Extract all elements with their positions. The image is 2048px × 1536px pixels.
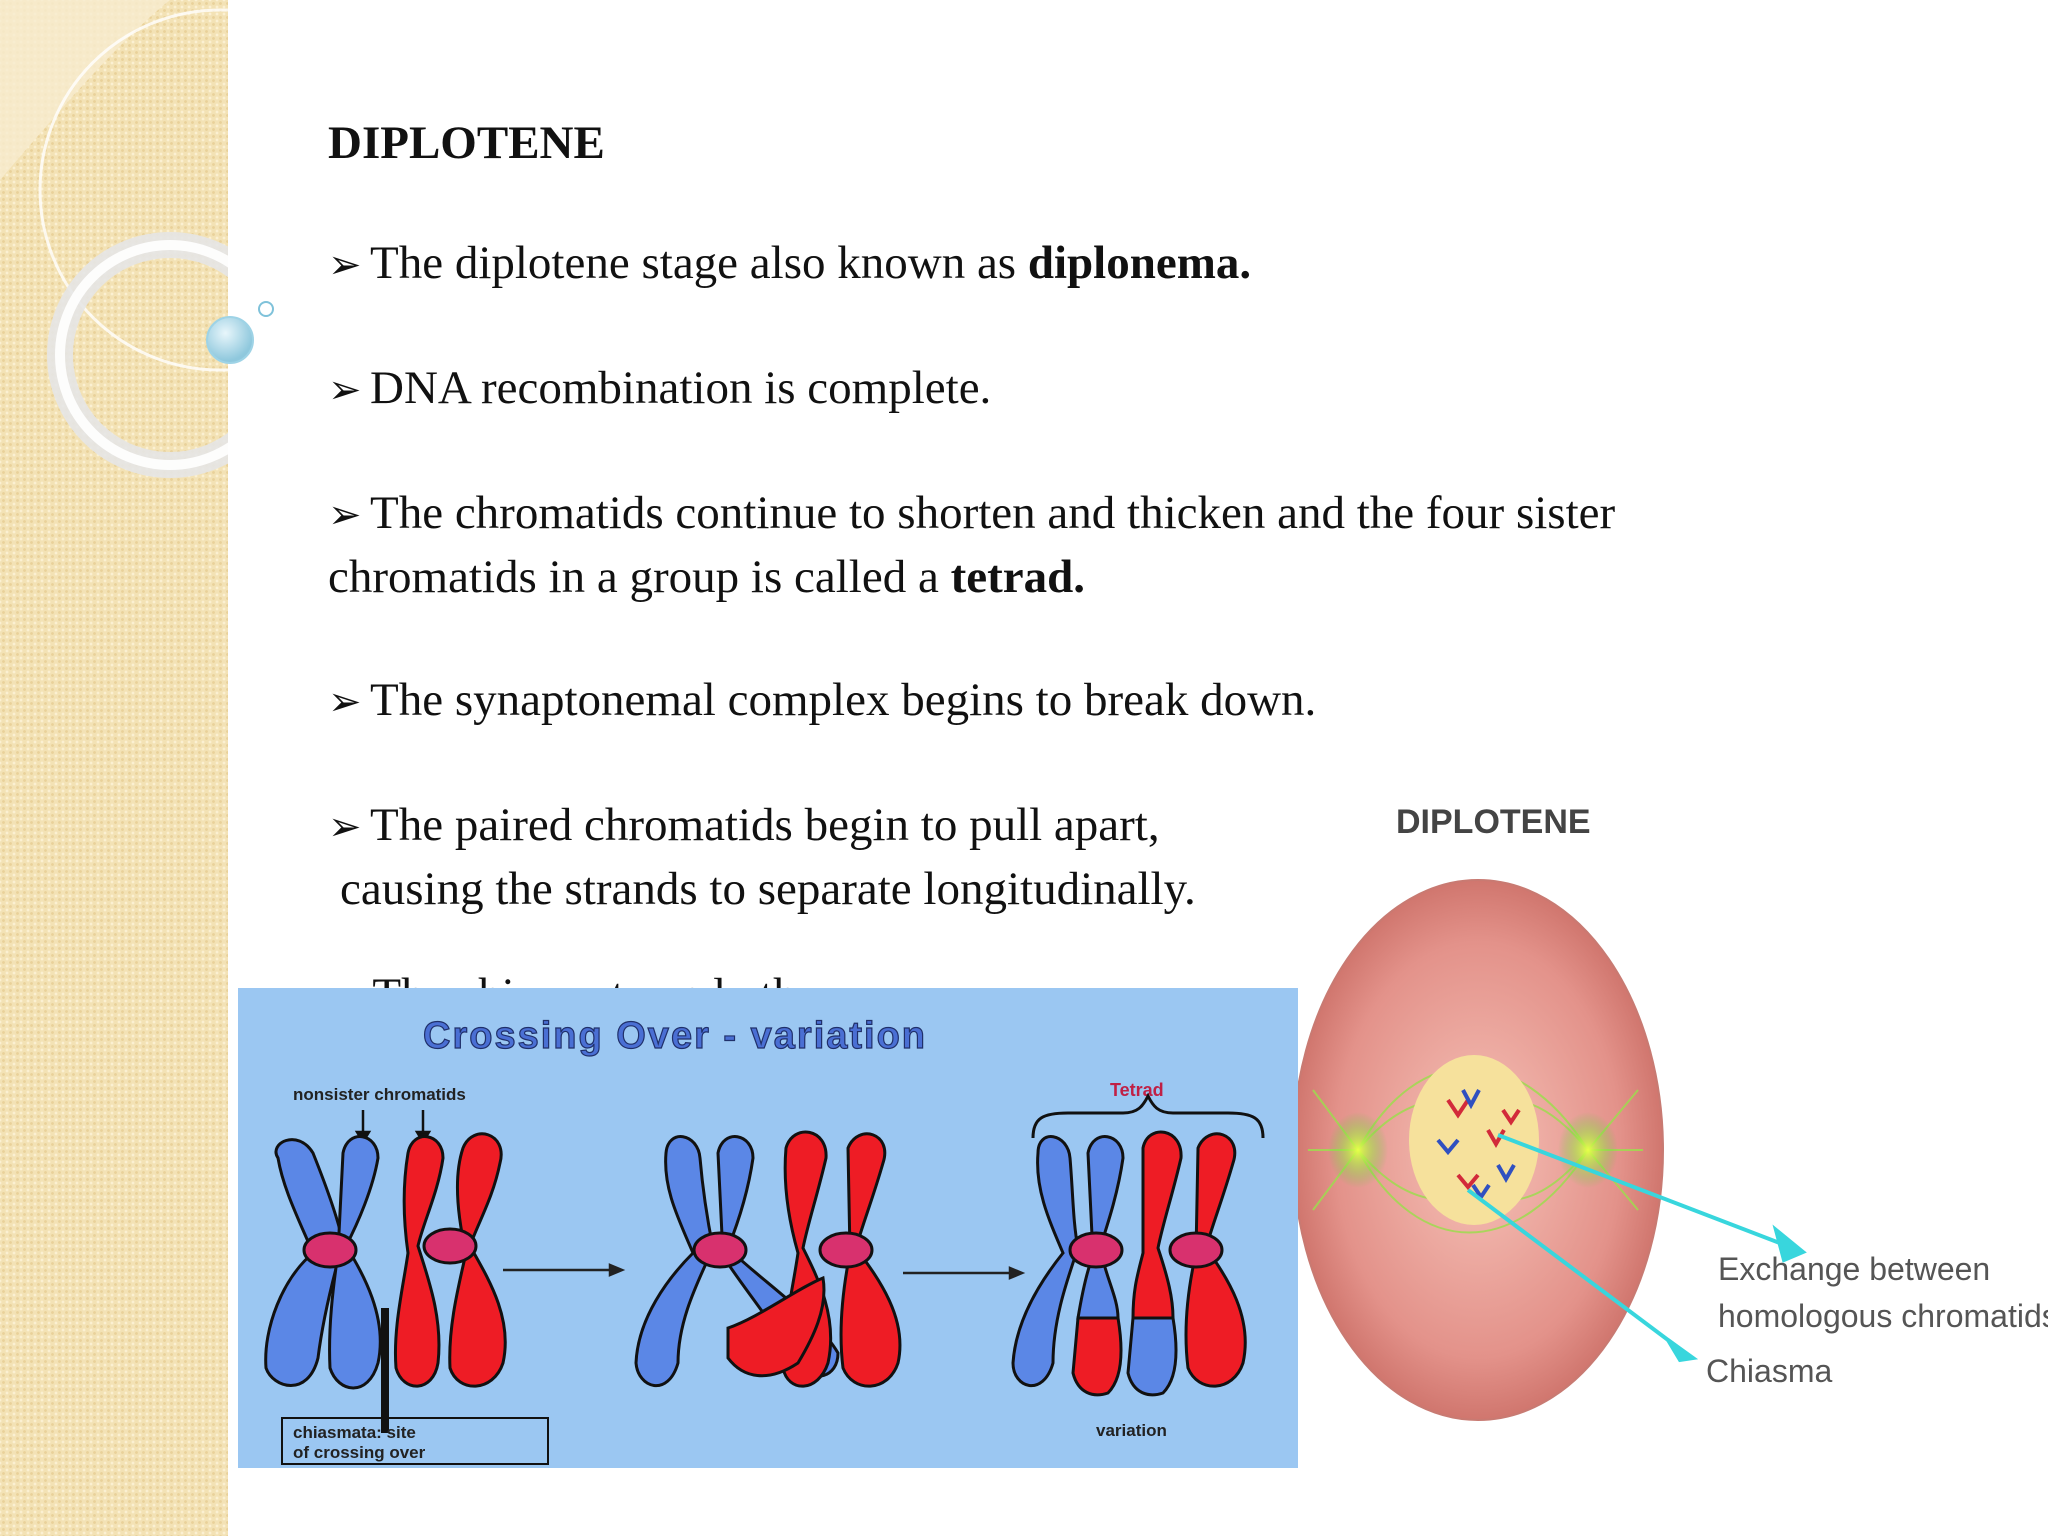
- crossing-over-title: Crossing Over - variation: [423, 1015, 927, 1057]
- exchange-label-line1: Exchange between: [1718, 1251, 1990, 1287]
- decorative-bubble-icon: [206, 301, 274, 364]
- arrow-bullet-icon: ➢: [328, 367, 362, 413]
- chiasma-pointer: [381, 1308, 389, 1433]
- diplotene-cell-figure: DIPLOTENE Exchange between hom: [1292, 790, 2048, 1440]
- tetrad-bracket: [1031, 1092, 1265, 1139]
- bullet-text: The synaptonemal complex begins to break…: [370, 674, 1317, 726]
- centrosome-left: [1328, 1112, 1388, 1188]
- diplotene-figure-title: DIPLOTENE: [1396, 803, 1591, 841]
- chromosome-pair-crossing: [634, 1130, 902, 1388]
- arrow-right-icon: [503, 1263, 1026, 1280]
- arrow-bullet-icon: ➢: [328, 492, 362, 538]
- bullet-text: The chromatids continue to shorten and t…: [370, 487, 1616, 539]
- pointer-arrow-icon: [1466, 1133, 1807, 1363]
- bullet-list: ➢The diplotene stage also known as diplo…: [328, 232, 1778, 981]
- nucleus: [1409, 1055, 1539, 1225]
- bullet-item: ➢The diplotene stage also known as diplo…: [328, 232, 1778, 296]
- slide-title: DIPLOTENE: [328, 117, 605, 169]
- chromosome-pair-after: [1011, 1130, 1247, 1397]
- exchange-label-line2: homologous chromatids: [1718, 1298, 2048, 1334]
- bullet-item: ➢The paired chromatids begin to pull apa…: [328, 794, 1778, 920]
- bullet-text: The diplotene stage also known as: [370, 237, 1028, 289]
- bullet-text-continued: chromatids in a group is called a: [328, 551, 951, 603]
- crossing-over-figure: Crossing Over - variation nonsister chro…: [238, 988, 1298, 1468]
- decorative-sidebar: [0, 0, 228, 1536]
- centrosome-right: [1558, 1112, 1618, 1188]
- bullet-bold-term: diplonema.: [1027, 237, 1252, 289]
- chiasmata-label-line2: of crossing over: [293, 1443, 426, 1462]
- bullet-bold-term: tetrad.: [950, 551, 1085, 603]
- bullet-item: ➢DNA recombination is complete.: [328, 357, 1778, 421]
- arrow-bullet-icon: ➢: [328, 679, 362, 725]
- arrow-bullet-icon: ➢: [328, 242, 362, 288]
- chromosome-pair-before: [264, 1132, 507, 1390]
- bullet-text: The paired chromatids begin to pull apar…: [370, 799, 1160, 851]
- chiasmata-label-box: [281, 1417, 549, 1465]
- bullet-item: ➢The chromatids continue to shorten and …: [328, 482, 1778, 608]
- chiasmata-label-line1: chiasmata: site: [293, 1423, 416, 1442]
- bullet-text: DNA recombination is complete.: [370, 362, 992, 414]
- variation-label: variation: [1096, 1421, 1167, 1440]
- nonsister-chromatids-label: nonsister chromatids: [293, 1085, 466, 1104]
- arrow-bullet-icon: ➢: [328, 804, 362, 850]
- tetrad-label: Tetrad: [1110, 1080, 1164, 1100]
- chiasma-label: Chiasma: [1706, 1353, 1832, 1389]
- bullet-item: ➢The synaptonemal complex begins to brea…: [328, 669, 1778, 733]
- bullet-text-continued: causing the strands to separate longitud…: [340, 863, 1196, 915]
